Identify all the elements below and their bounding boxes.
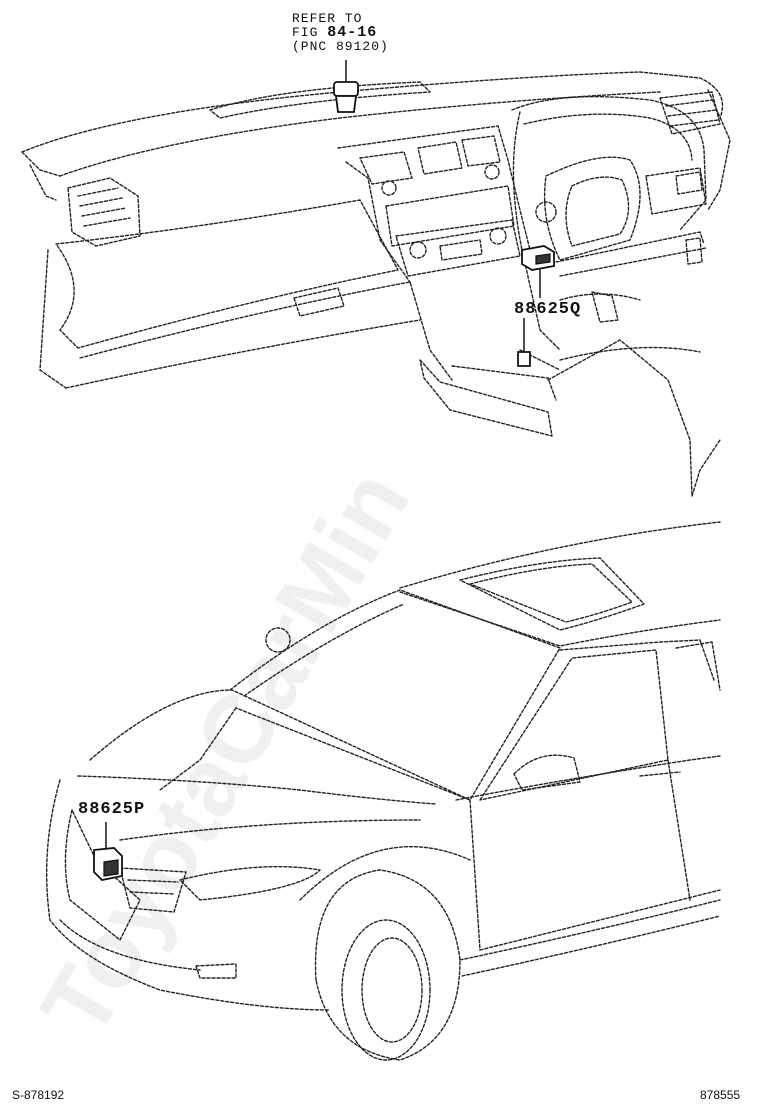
refer-fig-line: FIG 84-16 — [292, 24, 389, 41]
refer-fig-number: 84-16 — [327, 24, 378, 41]
sensor-89120-part — [333, 60, 359, 113]
refer-fig-prefix: FIG — [292, 25, 319, 40]
sensor-88625p-part — [93, 822, 123, 881]
refer-line: REFER TO — [292, 11, 363, 26]
part-number-88625p[interactable]: 88625P — [78, 800, 146, 819]
dashboard-illustration — [21, 71, 731, 497]
figure-id-right: 878555 — [700, 1088, 741, 1102]
sensor-88625q-part — [517, 245, 555, 367]
part-number-88625q[interactable]: 88625Q — [514, 300, 582, 319]
vehicle-illustration — [45, 521, 721, 1061]
refer-to-fig-callout: REFER TO FIG 84-16 (PNC 89120) — [292, 12, 389, 54]
figure-id-left: S-878192 — [12, 1088, 65, 1102]
refer-pnc: (PNC 89120) — [292, 39, 389, 54]
